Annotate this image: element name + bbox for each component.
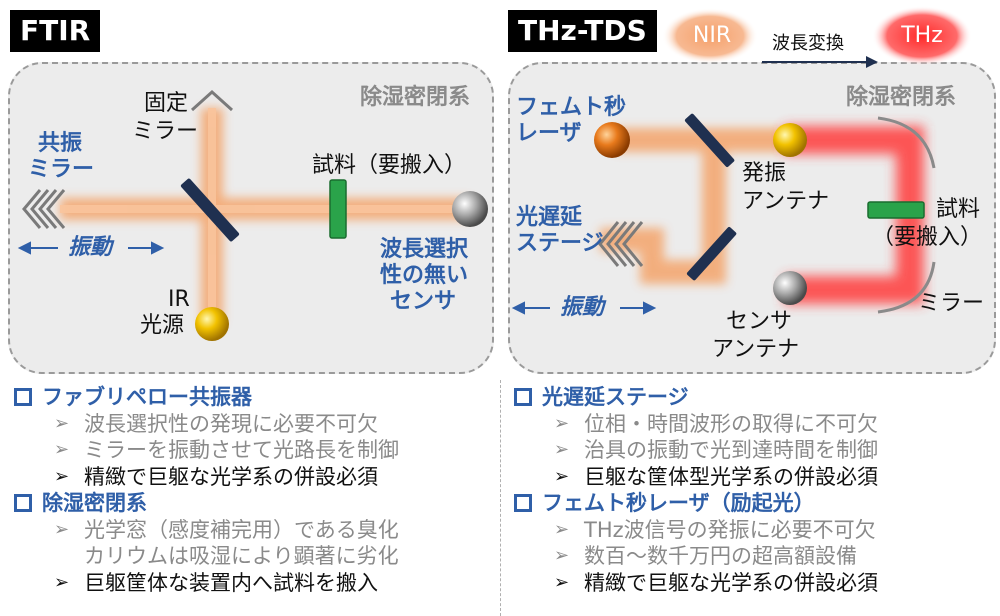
delay-stage-label-1: 光遅延	[516, 205, 583, 230]
conversion-arrow	[762, 56, 878, 68]
ftir-sample-label: 試料（要搬入）	[312, 153, 467, 178]
thz-note-heading-1: 光遅延ステージ	[514, 384, 878, 411]
sensor-antenna-label-1: センサ	[726, 309, 793, 334]
chevron-right-icon: ➢	[554, 439, 570, 460]
chevron-right-icon: ➢	[554, 571, 570, 593]
ftir-beam-splitter	[180, 178, 240, 242]
fixed-mirror-label-1: 固定	[144, 91, 189, 116]
ir-source-label-1: IR	[168, 287, 190, 312]
list-item: ➢精緻で巨躯な光学系の併設必須	[554, 570, 878, 595]
thz-note-heading-2: フェムト秒レーザ（励起光）	[514, 490, 878, 517]
emitter-label-1: 発振	[742, 161, 787, 186]
list-item: ➢数百～数千万円の超高額設備	[554, 544, 857, 568]
ftir-notes: ファブリペロー共振器 ➢波長選択性の発現に必要不可欠 ➢ミラーを振動させて光路長…	[14, 384, 399, 596]
thz-oscillation-label: 振動	[560, 295, 605, 320]
laser-label-1: フェムト秒	[516, 95, 627, 120]
resonance-mirror-label-2: ミラー	[28, 157, 95, 182]
emitter-label-2: アンテナ	[742, 189, 830, 214]
ftir-note-heading-2: 除湿密閉系	[14, 490, 399, 517]
delay-stage-label-2: ステージ	[516, 231, 604, 256]
thz-beams	[784, 126, 924, 304]
ir-source-label-2: 光源	[140, 313, 185, 338]
thz-sample-label-2: （要搬入）	[872, 225, 983, 250]
resonance-mirror-label-1: 共振	[38, 131, 83, 156]
ftir-oscillation-arrows	[17, 241, 165, 255]
thz-mirror-bottom	[877, 261, 936, 314]
list-item: ➢ミラーを振動させて光路長を制御	[54, 438, 399, 462]
chevron-right-icon: ➢	[554, 518, 570, 540]
chevron-right-icon: ➢	[554, 465, 570, 487]
list-item: ➢治具の振動で光到達時間を制御	[554, 438, 878, 462]
thz-notes: 光遅延ステージ ➢位相・時間波形の取得に不可欠 ➢治具の振動で光到達時間を制御 …	[514, 384, 878, 596]
list-item: ➢精緻で巨躯な光学系の併設必須	[54, 464, 378, 489]
resonance-mirror-icon	[22, 189, 66, 229]
sensor-antenna	[773, 271, 807, 305]
bullet-square-icon	[514, 388, 532, 407]
ftir-sensor-label-1: 波長選択	[380, 237, 469, 262]
femtosecond-laser	[594, 122, 630, 158]
nir-label: NIR	[692, 23, 732, 48]
thz-beam-splitter-top	[684, 113, 735, 167]
thz-enclosure-label: 除湿密閉系	[846, 85, 957, 110]
column-divider	[500, 380, 501, 616]
bullet-square-icon	[514, 494, 532, 513]
ir-source	[195, 307, 229, 341]
delay-stage-icon	[598, 221, 644, 267]
list-item: ➢波長選択性の発現に必要不可欠	[54, 411, 378, 436]
chevron-right-icon: ➢	[554, 412, 570, 434]
list-item: ➢巨躯な筐体型光学系の併設必須	[554, 464, 878, 489]
ftir-sample	[329, 179, 347, 239]
ftir-oscillation-label: 振動	[68, 235, 113, 260]
bullet-square-icon	[14, 388, 32, 407]
thz-pill-label: THz	[901, 23, 943, 48]
ftir-note-heading-1: ファブリペロー共振器	[14, 384, 399, 411]
laser-label-2: レーザ	[516, 121, 582, 146]
list-item-continuation: カリウムは吸湿により顕著に劣化	[84, 544, 399, 568]
thz-oscillation-arrows	[511, 301, 657, 315]
list-item: ➢巨躯筐体な装置内へ試料を搬入	[54, 570, 378, 595]
ftir-title: FTIR	[10, 10, 101, 52]
chevron-right-icon: ➢	[54, 439, 70, 460]
ftir-enclosure-label: 除湿密閉系	[360, 85, 471, 110]
thz-mirror-label: ミラー	[918, 291, 985, 316]
list-item: ➢THz波信号の発振に必要不可欠	[554, 517, 876, 542]
thz-mirror-top	[877, 116, 936, 169]
fixed-mirror-icon	[190, 89, 234, 112]
thz-title: THz-TDS	[508, 10, 657, 52]
chevron-right-icon: ➢	[554, 545, 570, 566]
thz-sample-label-1: 試料	[936, 197, 981, 222]
emitter-antenna	[773, 123, 807, 157]
conversion-label: 波長変換	[772, 33, 844, 54]
chevron-right-icon: ➢	[54, 518, 70, 540]
fixed-mirror-label-2: ミラー	[132, 119, 199, 144]
chevron-right-icon: ➢	[54, 571, 70, 593]
ftir-sensor-label-2: 性の無い	[380, 263, 469, 288]
thz-glow	[872, 6, 972, 66]
chevron-right-icon: ➢	[54, 412, 70, 434]
ftir-sensor-label-3: センサ	[390, 289, 457, 314]
list-item: ➢位相・時間波形の取得に不可欠	[554, 411, 878, 436]
bullet-square-icon	[14, 494, 32, 513]
sensor-antenna-label-2: アンテナ	[712, 337, 800, 362]
list-item: ➢光学窓（感度補完用）である臭化	[54, 517, 399, 542]
chevron-right-icon: ➢	[54, 465, 70, 487]
thz-sample	[867, 201, 925, 219]
ftir-sensor	[452, 191, 488, 227]
thz-beam-splitter-bottom	[686, 227, 737, 281]
nir-glow	[662, 8, 758, 64]
